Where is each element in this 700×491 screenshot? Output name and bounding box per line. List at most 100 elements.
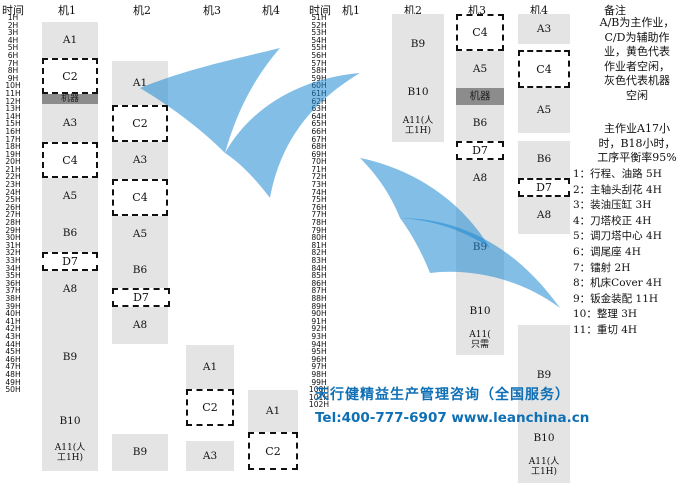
time-tick: 33H xyxy=(5,256,21,265)
task-block-dashed: C2 xyxy=(248,432,298,470)
task-block: B10 xyxy=(518,425,570,451)
time-tick: 100H xyxy=(308,385,330,395)
task-block-dashed: D7 xyxy=(518,178,570,197)
task-block: A11( 只需 xyxy=(456,325,504,355)
time-tick: 76H xyxy=(311,202,327,212)
process-step: 4：刀塔校正 4H xyxy=(573,214,652,227)
task-block: A3 xyxy=(42,104,98,142)
time-tick: 85H xyxy=(311,271,327,281)
time-tick: 2H xyxy=(7,20,19,30)
task-block: A1 xyxy=(248,390,298,432)
time-tick: 6H xyxy=(7,50,19,60)
time-tick: 20H xyxy=(5,157,21,167)
time-tick: 9H xyxy=(7,73,19,83)
task-block: A1 xyxy=(186,345,234,389)
time-tick: 75H xyxy=(311,195,327,205)
time-tick: 27H xyxy=(5,210,21,220)
time-tick: 99H xyxy=(311,377,327,387)
task-block: A3 xyxy=(112,142,168,179)
task-block: A11(人 工1H) xyxy=(392,110,444,142)
machine4-header-right: 机4 xyxy=(530,4,548,17)
time-tick: 93H xyxy=(311,331,327,341)
time-tick: 36H xyxy=(5,278,21,288)
time-tick: 35H xyxy=(5,271,21,281)
time-tick: 97H xyxy=(311,362,327,372)
machine-idle-block: 机器 xyxy=(456,88,504,105)
time-tick: 53H xyxy=(311,28,327,38)
time-tick: 67H xyxy=(311,134,327,144)
process-step: 9：钣金装配 11H xyxy=(573,292,659,305)
time-tick: 96H xyxy=(311,354,327,364)
time-tick: 47H xyxy=(5,362,21,372)
time-tick: 84H xyxy=(311,263,327,273)
time-tick: 92H xyxy=(311,324,327,334)
time-header-right: 时间 xyxy=(309,4,331,17)
time-tick: 8H xyxy=(7,66,19,76)
legend-text: A/B为主作业， C/D为辅助作 业，黄色代表 作业者空闲， 灰色代表机器 空闲 xyxy=(599,16,675,102)
time-tick: 48H xyxy=(5,369,21,379)
remarks-header: 备注 xyxy=(604,4,626,17)
time-tick: 7H xyxy=(7,58,19,68)
time-tick: 101H xyxy=(308,392,330,402)
time-tick: 58H xyxy=(311,66,327,76)
process-step: 11：重切 4H xyxy=(573,323,638,336)
task-block: A5 xyxy=(456,51,504,88)
time-tick: 28H xyxy=(5,218,21,228)
time-tick: 72H xyxy=(311,172,327,182)
summary-text: 主作业A17小 时，B18小时， 工序平衡率95% xyxy=(597,122,677,164)
task-block: A11(人 工1H) xyxy=(42,435,98,471)
time-tick: 81H xyxy=(311,240,327,250)
task-block: A8 xyxy=(456,160,504,197)
time-tick: 4H xyxy=(7,35,19,45)
time-tick: 86H xyxy=(311,278,327,288)
process-step: 8：机床Cover 4H xyxy=(573,277,662,290)
task-block-dashed: C4 xyxy=(518,50,570,88)
time-tick: 57H xyxy=(311,58,327,68)
time-tick: 22H xyxy=(5,172,21,182)
time-tick: 50H xyxy=(5,385,21,395)
time-tick: 73H xyxy=(311,180,327,190)
task-block-dashed: D7 xyxy=(456,141,504,160)
time-tick: 98H xyxy=(311,369,327,379)
time-tick: 69H xyxy=(311,149,327,159)
time-tick: 88H xyxy=(311,293,327,303)
machine-idle-block: 机器 xyxy=(42,94,98,104)
process-step: 3：装油压缸 3H xyxy=(573,199,652,212)
time-tick: 3H xyxy=(7,28,19,38)
time-tick: 51H xyxy=(311,13,327,22)
task-block: A8 xyxy=(112,307,168,344)
machine3-header-right: 机3 xyxy=(468,4,486,17)
task-block-dashed: D7 xyxy=(42,252,98,271)
time-tick: 42H xyxy=(5,324,21,334)
time-tick: 17H xyxy=(5,134,21,144)
time-tick: 11H xyxy=(5,88,21,98)
process-step: 6：调尾座 4H xyxy=(573,245,641,258)
time-tick: 34H xyxy=(5,263,21,273)
time-tick: 80H xyxy=(311,233,327,243)
task-block: A11(人 工1H) xyxy=(518,451,570,483)
time-tick: 14H xyxy=(5,111,21,121)
time-tick: 13H xyxy=(5,104,21,114)
task-block: A1 xyxy=(42,22,98,58)
time-tick: 37H xyxy=(5,286,21,296)
time-tick: 59H xyxy=(311,73,327,83)
time-tick: 45H xyxy=(5,347,21,357)
watermark: 天行健精益生产管理咨询（全国服务） Tel:400-777-6907 www.l… xyxy=(315,384,589,426)
task-block: B9 xyxy=(112,434,168,471)
task-block-dashed: C4 xyxy=(42,142,98,178)
time-tick: 102H xyxy=(308,400,330,410)
time-tick: 30H xyxy=(5,233,21,243)
task-block: A5 xyxy=(42,178,98,215)
time-tick: 32H xyxy=(5,248,21,258)
time-tick: 89H xyxy=(311,301,327,311)
watermark-contact: Tel:400-777-6907 www.leanchina.cn xyxy=(315,410,590,426)
time-tick: 70H xyxy=(311,157,327,167)
machine3-header: 机3 xyxy=(203,4,221,17)
task-block: A3 xyxy=(518,14,570,44)
task-block: B9 xyxy=(518,325,570,425)
time-tick: 64H xyxy=(311,111,327,121)
task-block-dashed: C2 xyxy=(112,105,168,142)
time-tick: 41H xyxy=(5,316,21,326)
time-tick: 25H xyxy=(5,195,21,205)
